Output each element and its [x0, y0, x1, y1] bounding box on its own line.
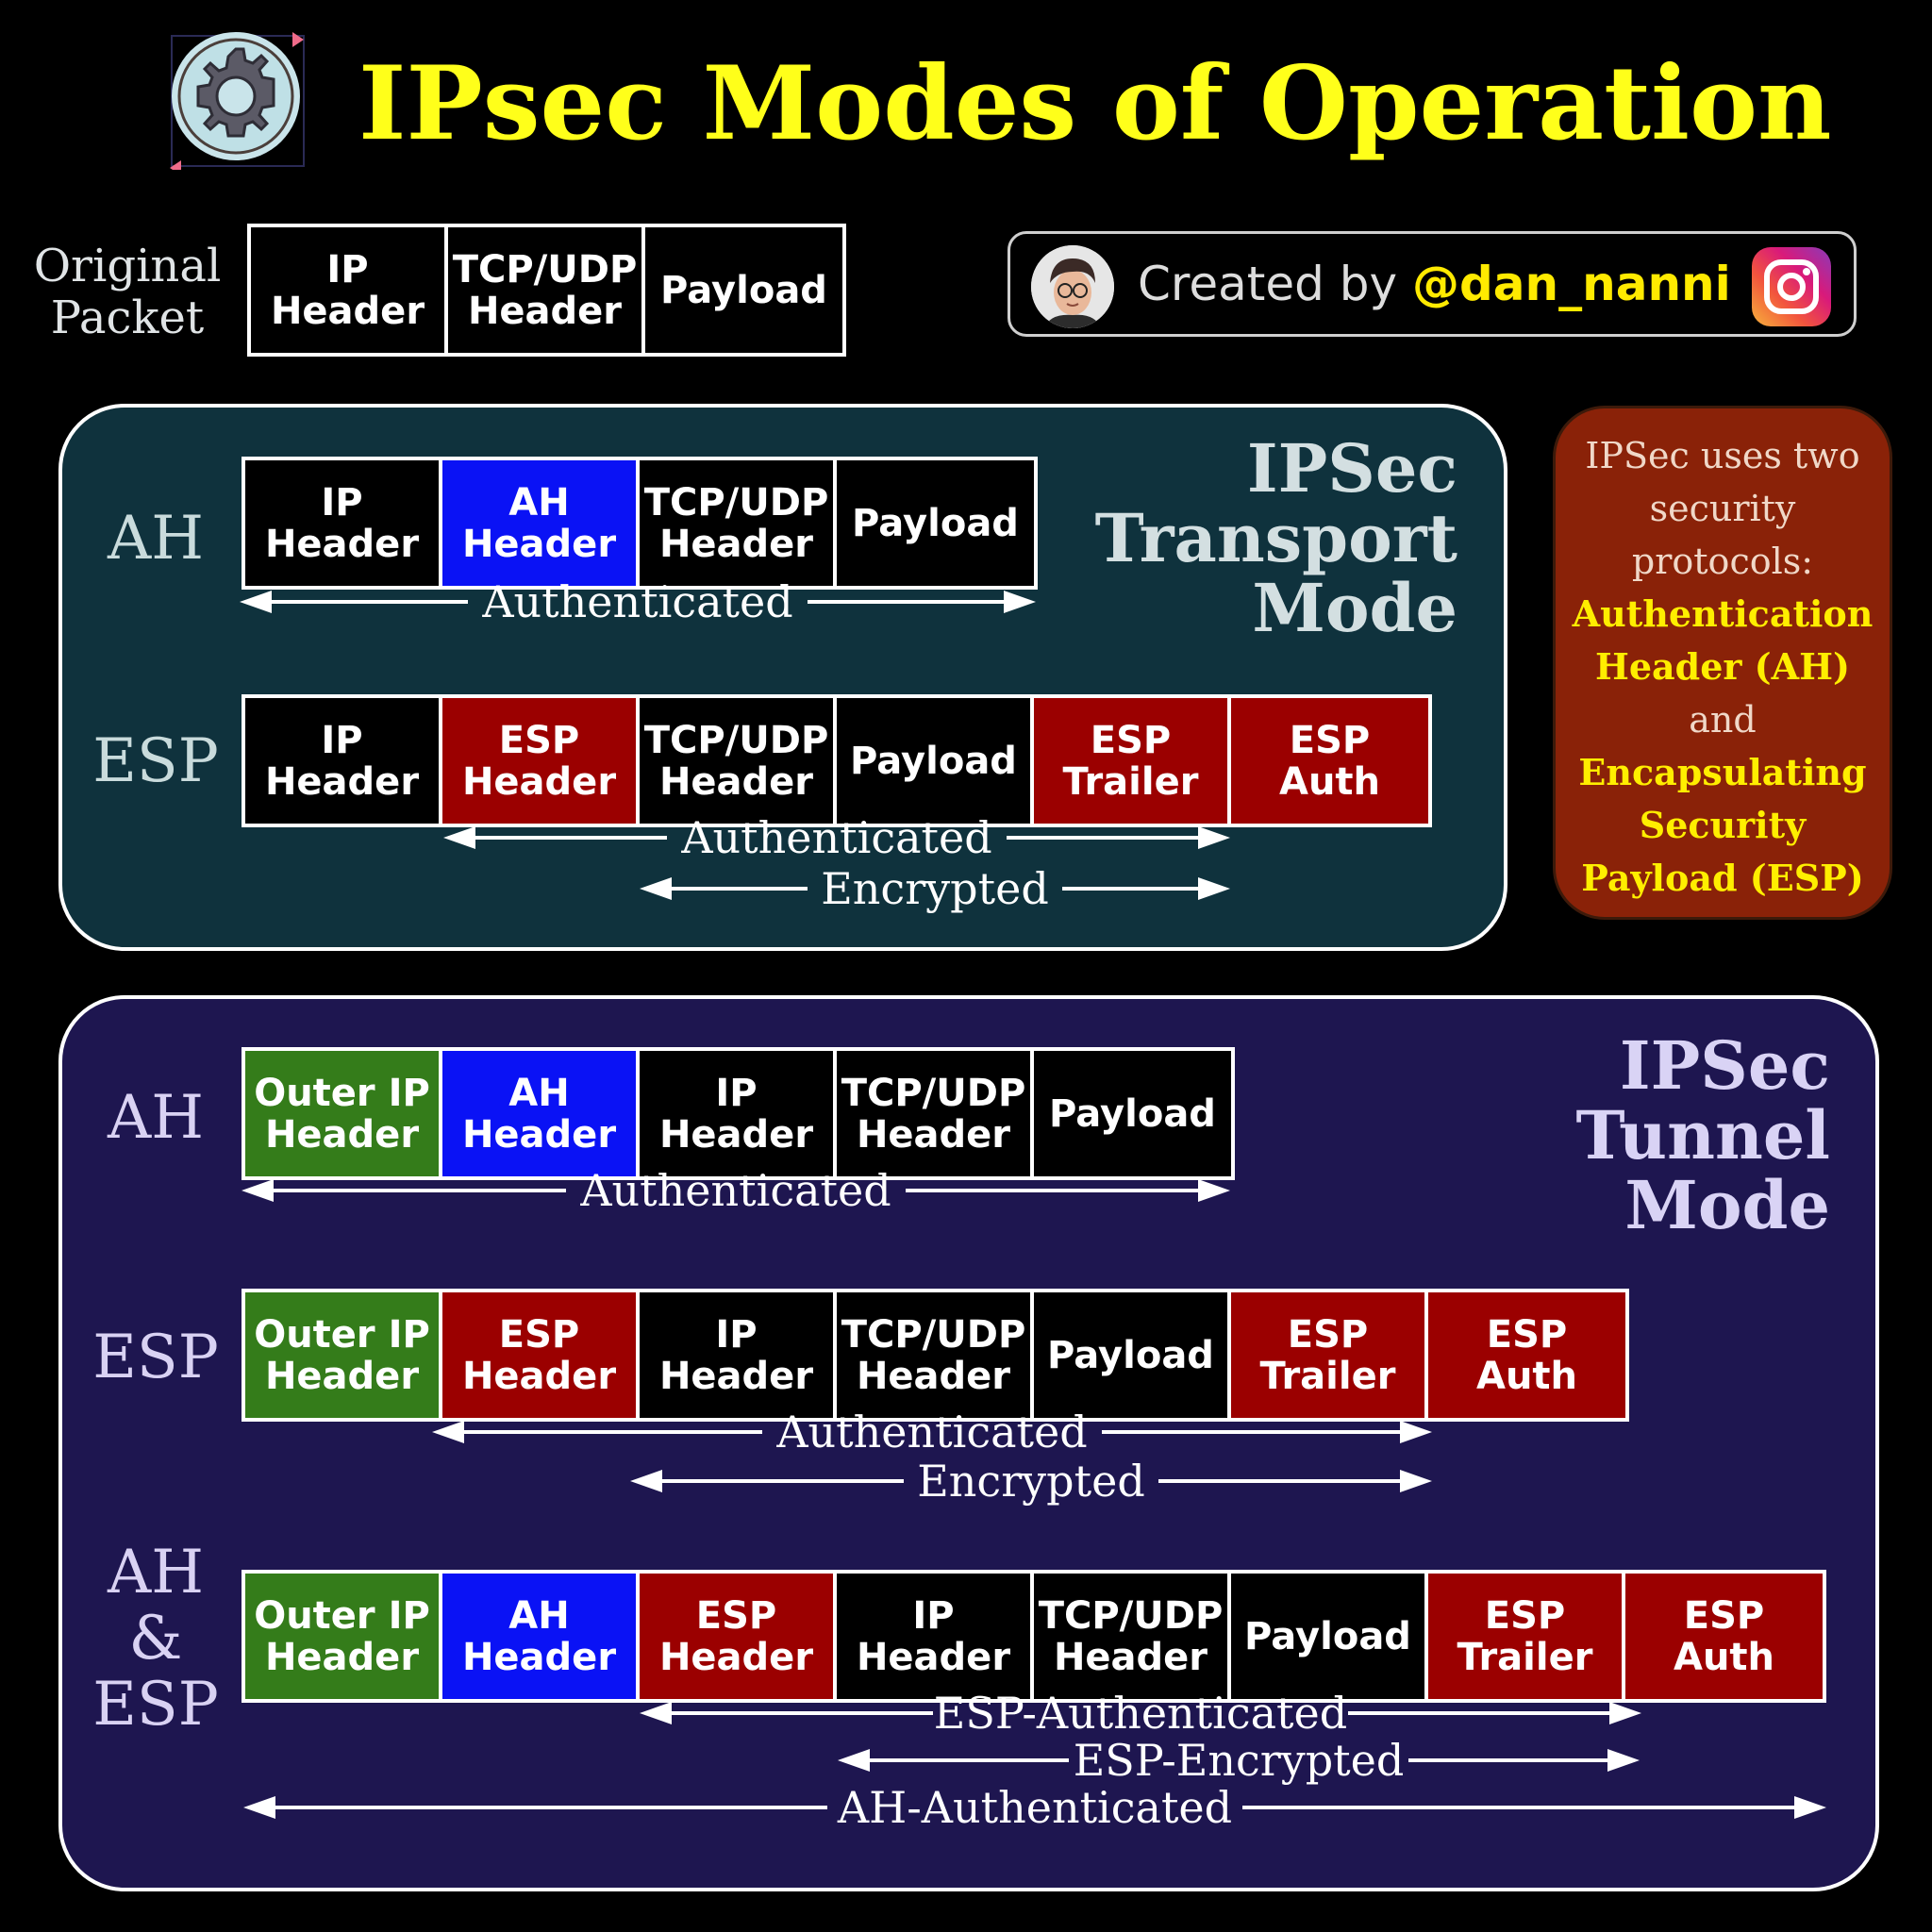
page-title: IPsec Modes of Operation — [358, 44, 1832, 163]
authenticated-arrow: Authenticated — [240, 578, 1036, 625]
esp-encrypted-arrow: ESP-Encrypted — [838, 1737, 1640, 1784]
gear-logo-icon — [160, 19, 311, 175]
packet-cell: Outer IP Header — [245, 1574, 442, 1699]
packet-cell: ESP Auth — [1625, 1574, 1823, 1699]
tunnel-ahesp-row: Outer IP Header AH Header ESP Header IP … — [242, 1570, 1826, 1703]
original-packet-label-text: Original Packet — [33, 240, 222, 344]
packet-cell: ESP Trailer — [1231, 1292, 1428, 1418]
info-line: Security — [1639, 804, 1807, 846]
packet-cell: Outer IP Header — [245, 1051, 442, 1176]
info-line: Encapsulating — [1578, 751, 1867, 793]
info-line: Header (AH) — [1594, 645, 1851, 688]
packet-cell: AH Header — [442, 1574, 640, 1699]
authenticated-arrow: Authenticated — [242, 1167, 1230, 1214]
credit-banner: Created by @dan_nanni — [1008, 231, 1857, 337]
transport-ah-row: IP Header AH Header TCP/UDP Header Paylo… — [242, 457, 1038, 590]
packet-cell: Payload — [837, 698, 1034, 824]
encrypted-arrow: Encrypted — [630, 1457, 1432, 1505]
packet-cell: TCP/UDP Header — [640, 460, 837, 586]
info-line: IPSec uses two — [1585, 435, 1860, 476]
encrypted-arrow: Encrypted — [640, 865, 1230, 912]
arrow-label: AH-Authenticated — [837, 1782, 1233, 1833]
info-line: Authentication — [1572, 592, 1874, 635]
tunnel-ah-label: AH — [107, 1083, 205, 1153]
packet-cell: IP Header — [251, 227, 448, 353]
packet-cell: Payload — [1034, 1292, 1231, 1418]
avatar — [1031, 245, 1114, 328]
packet-cell: IP Header — [245, 460, 442, 586]
original-packet-label: Original Packet — [19, 241, 236, 344]
packet-cell: TCP/UDP Header — [640, 698, 837, 824]
transport-ah-label: AH — [107, 504, 205, 574]
packet-cell: IP Header — [640, 1051, 837, 1176]
packet-cell: IP Header — [837, 1574, 1034, 1699]
arrow-label: Authenticated — [776, 1407, 1088, 1457]
tunnel-ah-row: Outer IP Header AH Header IP Header TCP/… — [242, 1047, 1235, 1180]
tunnel-esp-label: ESP — [92, 1323, 219, 1392]
arrow-label: Authenticated — [681, 812, 992, 863]
instagram-icon[interactable] — [1752, 247, 1831, 326]
esp-authenticated-arrow: ESP-Authenticated — [640, 1690, 1641, 1737]
packet-cell: ESP Header — [442, 1292, 640, 1418]
info-line: and — [1689, 699, 1757, 741]
arrow-label: ESP-Encrypted — [1073, 1735, 1405, 1786]
credit-handle-link[interactable]: @dan_nanni — [1412, 257, 1731, 311]
packet-cell: IP Header — [245, 698, 442, 824]
protocols-info-box: IPSec uses two security protocols: Authe… — [1553, 406, 1892, 920]
arrow-label: Authenticated — [482, 576, 793, 627]
packet-cell: ESP Auth — [1231, 698, 1428, 824]
info-line: protocols: — [1631, 541, 1814, 582]
credit-prefix: Created by — [1138, 257, 1412, 311]
packet-cell: Payload — [1034, 1051, 1231, 1176]
packet-cell: IP Header — [640, 1292, 837, 1418]
packet-cell: Payload — [837, 460, 1034, 586]
packet-cell: ESP Header — [442, 698, 640, 824]
info-line: security — [1649, 488, 1796, 529]
original-packet-row: IP Header TCP/UDP Header Payload — [247, 224, 846, 357]
packet-cell: TCP/UDP Header — [837, 1292, 1034, 1418]
authenticated-arrow: Authenticated — [432, 1408, 1432, 1456]
packet-cell: ESP Trailer — [1034, 698, 1231, 824]
ah-authenticated-arrow: AH-Authenticated — [243, 1784, 1826, 1831]
tunnel-mode-title: IPSec Tunnel Mode — [1575, 1026, 1830, 1244]
tunnel-ahesp-label: AH & ESP — [92, 1538, 219, 1740]
arrow-label: Encrypted — [917, 1456, 1145, 1507]
transport-mode-title: IPSec Transport Mode — [1094, 429, 1457, 647]
packet-cell: Payload — [645, 227, 842, 353]
packet-cell: ESP Auth — [1428, 1292, 1625, 1418]
tunnel-esp-row: Outer IP Header ESP Header IP Header TCP… — [242, 1289, 1629, 1422]
packet-cell: Payload — [1231, 1574, 1428, 1699]
credit-text: Created by @dan_nanni — [1138, 234, 1731, 334]
transport-esp-label: ESP — [92, 726, 219, 796]
arrow-label: Encrypted — [821, 863, 1049, 914]
info-line: Payload (ESP) — [1581, 857, 1864, 899]
packet-cell: ESP Header — [640, 1574, 837, 1699]
packet-cell: ESP Trailer — [1428, 1574, 1625, 1699]
authenticated-arrow: Authenticated — [443, 814, 1230, 861]
packet-cell: TCP/UDP Header — [837, 1051, 1034, 1176]
packet-cell: AH Header — [442, 1051, 640, 1176]
packet-cell: Outer IP Header — [245, 1292, 442, 1418]
arrow-label: ESP-Authenticated — [933, 1688, 1348, 1739]
packet-cell: TCP/UDP Header — [1034, 1574, 1231, 1699]
arrow-label: Authenticated — [580, 1165, 891, 1216]
transport-esp-row: IP Header ESP Header TCP/UDP Header Payl… — [242, 694, 1432, 827]
packet-cell: TCP/UDP Header — [448, 227, 645, 353]
packet-cell: AH Header — [442, 460, 640, 586]
